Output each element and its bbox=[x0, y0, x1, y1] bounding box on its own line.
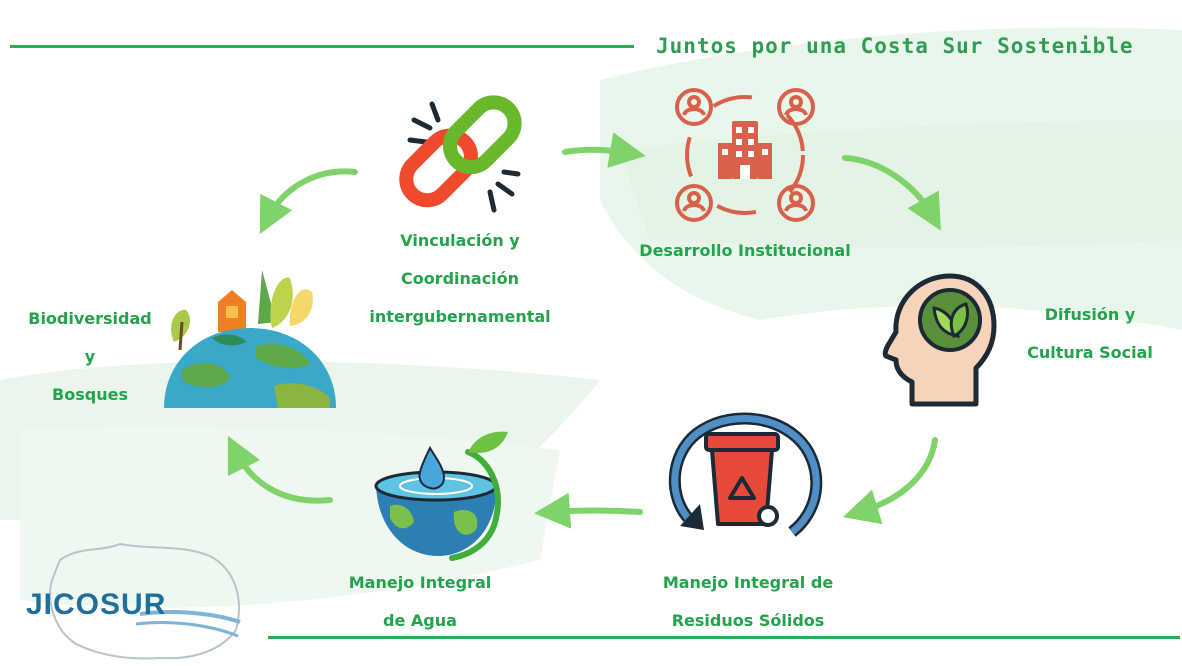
jicosur-map-outline-icon bbox=[49, 542, 241, 660]
label-biodiversidad: Biodiversidad y Bosques bbox=[28, 309, 152, 404]
water-globe-icon bbox=[374, 431, 508, 561]
arrow-difusion-to-residuos bbox=[842, 437, 938, 525]
arrow-agua-to-biodiversidad bbox=[227, 435, 333, 504]
chain-link-icon bbox=[399, 95, 522, 213]
head-leaf-icon bbox=[882, 273, 997, 407]
forest-globe-icon bbox=[164, 270, 336, 408]
institution-network-icon bbox=[675, 88, 815, 222]
label-difusion: Difusión y Cultura Social bbox=[1027, 305, 1153, 362]
arrow-vinculacion-to-desarrollo bbox=[562, 132, 646, 168]
footer-rule bbox=[268, 636, 1180, 639]
header-rule bbox=[10, 45, 634, 48]
label-vinculacion: Vinculación y Coordinación intergubernam… bbox=[369, 231, 551, 326]
arrow-residuos-to-agua bbox=[534, 492, 643, 529]
label-desarrollo: Desarrollo Institucional bbox=[639, 241, 851, 260]
arrow-vinculacion-to-biodiversidad bbox=[259, 168, 358, 234]
recycle-bin-icon bbox=[668, 412, 823, 537]
jicosur-logo: JICOSUR bbox=[26, 588, 167, 621]
label-agua: Manejo Integral de Agua bbox=[348, 573, 492, 630]
page-title: Juntos por una Costa Sur Sostenible bbox=[656, 34, 1134, 58]
label-residuos: Manejo Integral de Residuos Sólidos bbox=[662, 573, 834, 630]
arrow-desarrollo-to-difusion bbox=[842, 155, 941, 231]
